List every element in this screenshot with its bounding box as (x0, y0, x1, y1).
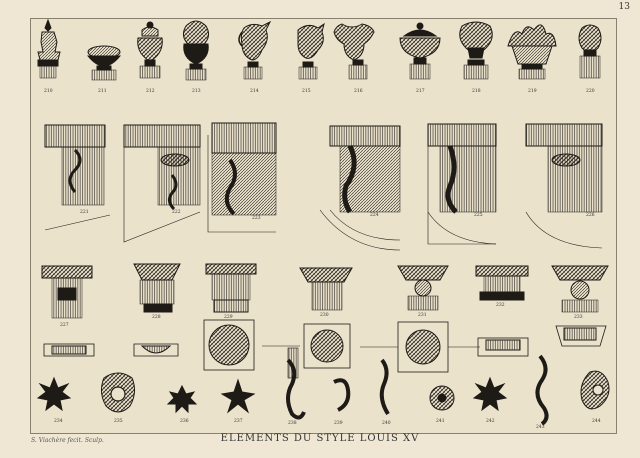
label-ornament-11: 244 (592, 418, 601, 424)
label-ornament-9: 242 (486, 418, 495, 424)
scroll-2 (333, 378, 351, 412)
cartouche-2 (580, 370, 610, 410)
label-cornice-5: 225 (474, 212, 483, 218)
plan-6 (477, 337, 529, 357)
plan-3 (203, 319, 255, 371)
cornice-2 (123, 124, 201, 243)
label-vase-6: 215 (302, 88, 311, 94)
plan-4 (262, 323, 351, 369)
label-vase-11: 220 (586, 88, 595, 94)
label-vase-10: 219 (528, 88, 537, 94)
label-ornament-1: 234 (54, 418, 63, 424)
scroll-3 (379, 358, 390, 416)
label-cornice-1: 221 (80, 209, 89, 215)
capital-4 (299, 267, 353, 311)
label-ornament-5: 238 (288, 420, 297, 426)
label-capital-1: 227 (60, 322, 69, 328)
label-ornament-2: 235 (114, 418, 123, 424)
rosette-4 (472, 376, 508, 412)
cornice-5 (427, 123, 497, 245)
vase-11 (578, 24, 602, 79)
vase-8 (399, 22, 441, 80)
label-vase-1: 210 (44, 88, 53, 94)
label-capital-6: 232 (496, 302, 505, 308)
engraver-signature: S. Viachère fecit. Sculp. (31, 437, 104, 444)
row-cornices (44, 122, 603, 251)
vase-7 (333, 23, 375, 80)
label-ornament-10: 243 (536, 424, 545, 430)
capital-1 (41, 265, 93, 319)
plate-number: 13 (618, 2, 630, 12)
label-vase-5: 214 (250, 88, 259, 94)
row-vases (37, 18, 602, 81)
shell-rosette (429, 385, 455, 411)
capital-5 (397, 265, 449, 311)
label-capital-4: 230 (320, 312, 329, 318)
label-capital-3: 229 (224, 314, 233, 320)
capital-6 (475, 265, 529, 301)
label-ornament-7: 240 (382, 420, 391, 426)
capital-2 (133, 263, 181, 313)
cartouche-mask (100, 372, 136, 413)
cornice-1 (44, 124, 111, 231)
label-capital-7: 233 (574, 314, 583, 320)
plate-frame (30, 18, 617, 434)
plan-7 (555, 325, 607, 347)
label-cornice-6: 226 (586, 212, 595, 218)
label-vase-8: 217 (416, 88, 425, 94)
vase-2 (86, 45, 122, 81)
cornice-6 (525, 123, 603, 249)
plan-2 (133, 343, 179, 357)
plan-1 (43, 343, 95, 357)
capital-3 (205, 263, 257, 313)
label-vase-7: 216 (354, 88, 363, 94)
capital-7 (551, 265, 609, 313)
label-capital-2: 228 (152, 314, 161, 320)
vase-5 (238, 20, 272, 80)
label-vase-4: 213 (192, 88, 201, 94)
rosette-1 (36, 376, 72, 412)
label-capital-5: 231 (418, 312, 427, 318)
scroll-4 (535, 354, 549, 426)
figure-numbers: 210 211 212 213 214 215 216 217 218 219 … (44, 88, 601, 430)
vase-1 (37, 18, 61, 79)
cornice-3 (207, 122, 277, 233)
vase-6 (297, 22, 325, 80)
row-capitals (41, 263, 609, 319)
plan-5 (360, 321, 480, 373)
label-vase-3: 212 (146, 88, 155, 94)
vase-10 (507, 24, 557, 80)
label-ornament-8: 241 (436, 418, 445, 424)
label-ornament-3: 236 (180, 418, 189, 424)
vase-4 (182, 20, 210, 81)
scroll-1 (286, 358, 306, 420)
label-ornament-4: 237 (234, 418, 243, 424)
label-cornice-2: 222 (172, 209, 181, 215)
label-cornice-3: 223 (252, 215, 261, 221)
label-vase-2: 211 (98, 88, 107, 94)
label-ornament-6: 239 (334, 420, 343, 426)
vase-3 (137, 21, 163, 79)
cornice-4 (319, 125, 401, 251)
rosette-3 (220, 378, 256, 414)
label-vase-9: 218 (472, 88, 481, 94)
label-cornice-4: 224 (370, 212, 379, 218)
plate-caption: ELEMENTS DU STYLE LOUIS XV (220, 433, 420, 444)
row-plans (43, 319, 607, 379)
row-ornaments (36, 354, 610, 426)
rosette-2 (166, 384, 198, 414)
vase-9 (459, 21, 493, 80)
